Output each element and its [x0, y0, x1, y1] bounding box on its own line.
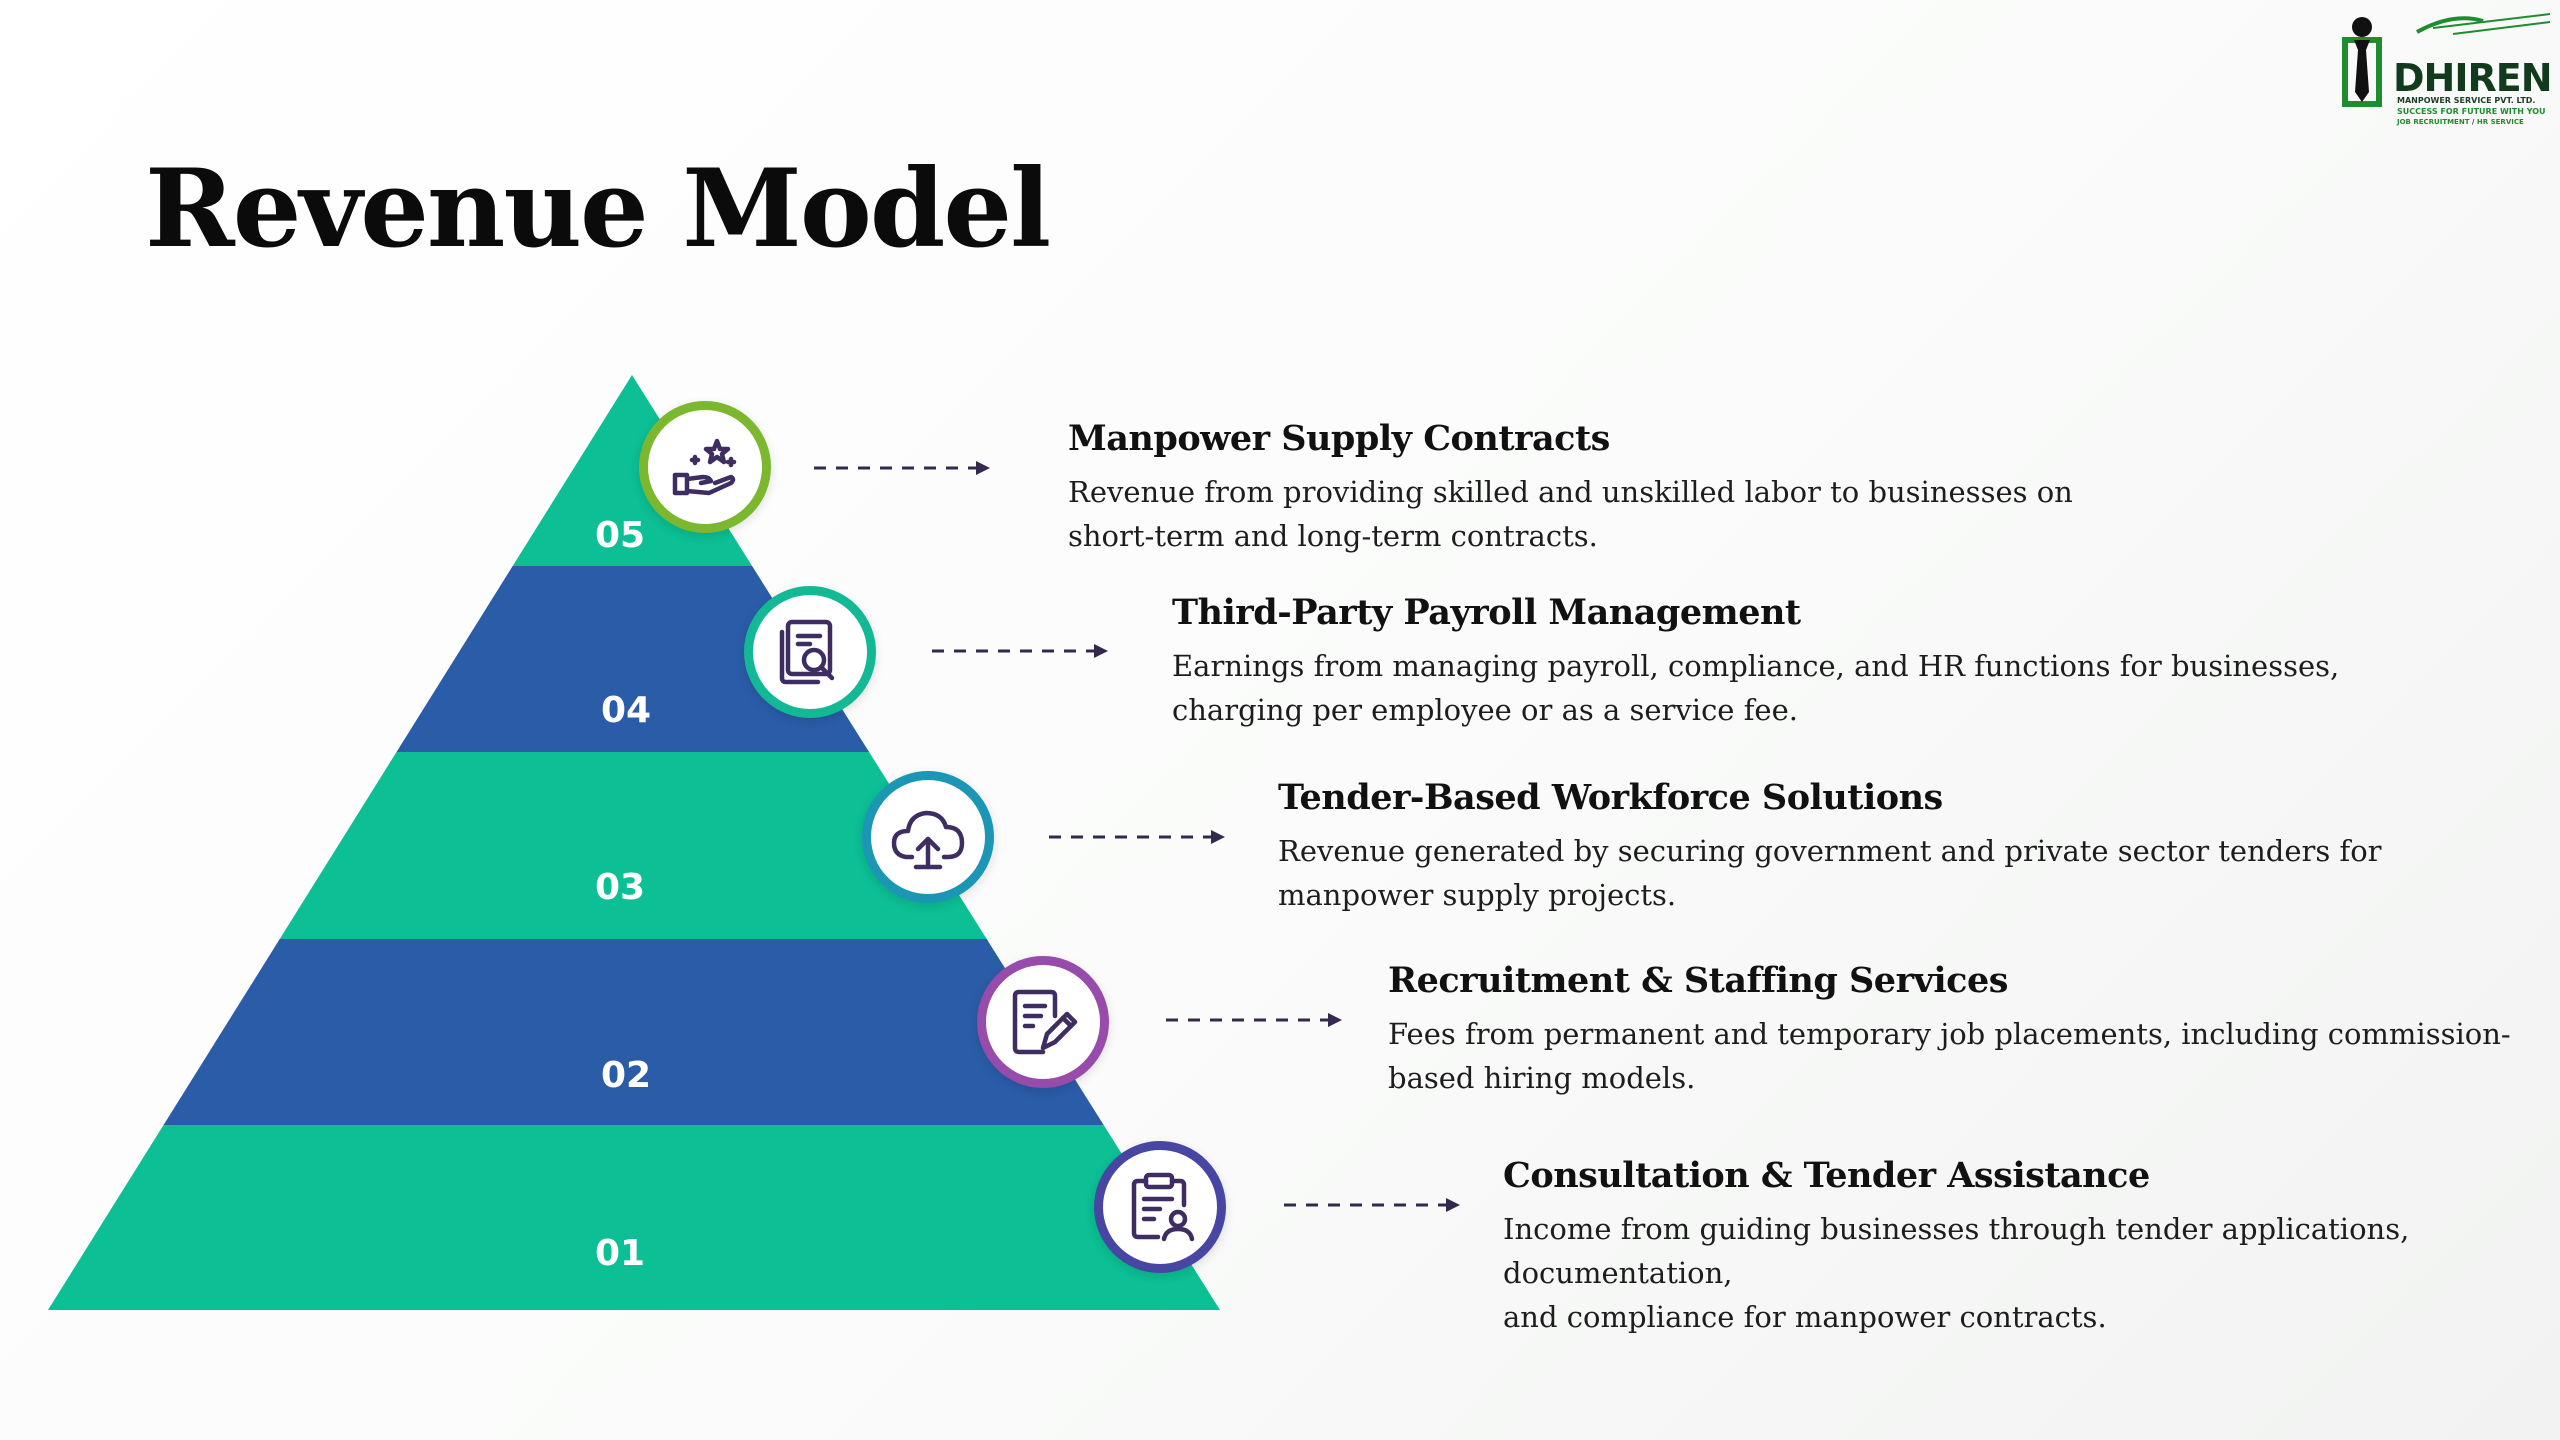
dashed-arrow-icon — [814, 461, 990, 475]
tier-body-line: short-term and long-term contracts. — [1068, 519, 1598, 553]
logo-services-left: JOB RECRUITMENT — [2397, 118, 2470, 126]
logo-tagline: SUCCESS FOR FUTURE WITH YOU — [2397, 107, 2546, 116]
tier-body-line: Income from guiding businesses through t… — [1503, 1212, 2410, 1290]
dashed-arrow-icon — [932, 644, 1108, 658]
logo-company: MANPOWER SERVICE PVT. LTD. — [2397, 96, 2536, 105]
tier-body: Income from guiding businesses through t… — [1503, 1207, 2560, 1339]
logo-brand: DHIREN — [2393, 56, 2553, 100]
tier-badge — [1094, 1141, 1226, 1273]
clipboard-user-icon — [1131, 1172, 1195, 1242]
logo-mark-icon — [2342, 13, 2551, 107]
tier-badge — [862, 771, 994, 903]
tier-body: Earnings from managing payroll, complian… — [1172, 644, 2339, 732]
company-logo: DHIREN MANPOWER SERVICE PVT. LTD. SUCCES… — [2325, 8, 2553, 133]
pyramid-tier-03 — [279, 752, 987, 939]
tier-badge — [977, 956, 1109, 1088]
tier-body-line: manpower supply projects. — [1278, 878, 1677, 912]
pyramid-tier-02 — [163, 939, 1104, 1125]
tier-body-line: Revenue generated by securing government… — [1278, 834, 2382, 868]
tier-badge — [639, 401, 771, 533]
cloud-upload-icon — [891, 810, 965, 870]
logo-services: JOB RECRUITMENT / HR SERVICE — [2397, 118, 2524, 126]
tier-body: Revenue generated by securing government… — [1278, 829, 2382, 917]
tier-body-line: Fees from permanent and temporary job pl… — [1388, 1017, 2511, 1051]
tier-number: 03 — [595, 867, 645, 908]
tier-number: 02 — [601, 1055, 651, 1096]
tier-body-line: based hiring models. — [1388, 1061, 1696, 1095]
tier-title: Manpower Supply Contracts — [1068, 418, 1610, 459]
pyramid-tier-01 — [48, 1125, 1220, 1310]
pyramid-tier-04 — [396, 566, 870, 752]
document-edit-icon — [1012, 989, 1078, 1055]
hand-star-icon — [672, 438, 737, 496]
tier-body-line: Earnings from managing payroll, complian… — [1172, 649, 2340, 683]
dashed-arrow-icon — [1284, 1198, 1460, 1212]
dashed-arrow-icon — [1166, 1013, 1342, 1027]
tier-body-line: and compliance for manpower contracts. — [1503, 1300, 2107, 1334]
logo-services-sep: / — [2469, 118, 2477, 126]
tier-body-line: charging per employee or as a service fe… — [1172, 693, 1798, 727]
tier-number: 04 — [601, 690, 651, 731]
tier-badge — [744, 586, 876, 718]
document-search-icon — [779, 619, 835, 685]
tier-body: Revenue from providing skilled and unski… — [1068, 470, 2073, 558]
tier-number: 05 — [595, 515, 645, 556]
tier-title: Tender-Based Workforce Solutions — [1278, 777, 1943, 818]
tier-title: Consultation & Tender Assistance — [1503, 1155, 2150, 1196]
dashed-arrow-icon — [1049, 830, 1225, 844]
tier-body-line: Revenue from providing skilled and unski… — [1068, 475, 2073, 509]
tier-title: Recruitment & Staffing Services — [1388, 960, 2008, 1001]
page-title: Revenue Model — [145, 146, 1051, 272]
tier-title: Third-Party Payroll Management — [1172, 592, 1801, 633]
tier-number: 01 — [595, 1233, 645, 1274]
tier-body: Fees from permanent and temporary job pl… — [1388, 1012, 2511, 1100]
logo-services-right: HR SERVICE — [2476, 118, 2524, 126]
